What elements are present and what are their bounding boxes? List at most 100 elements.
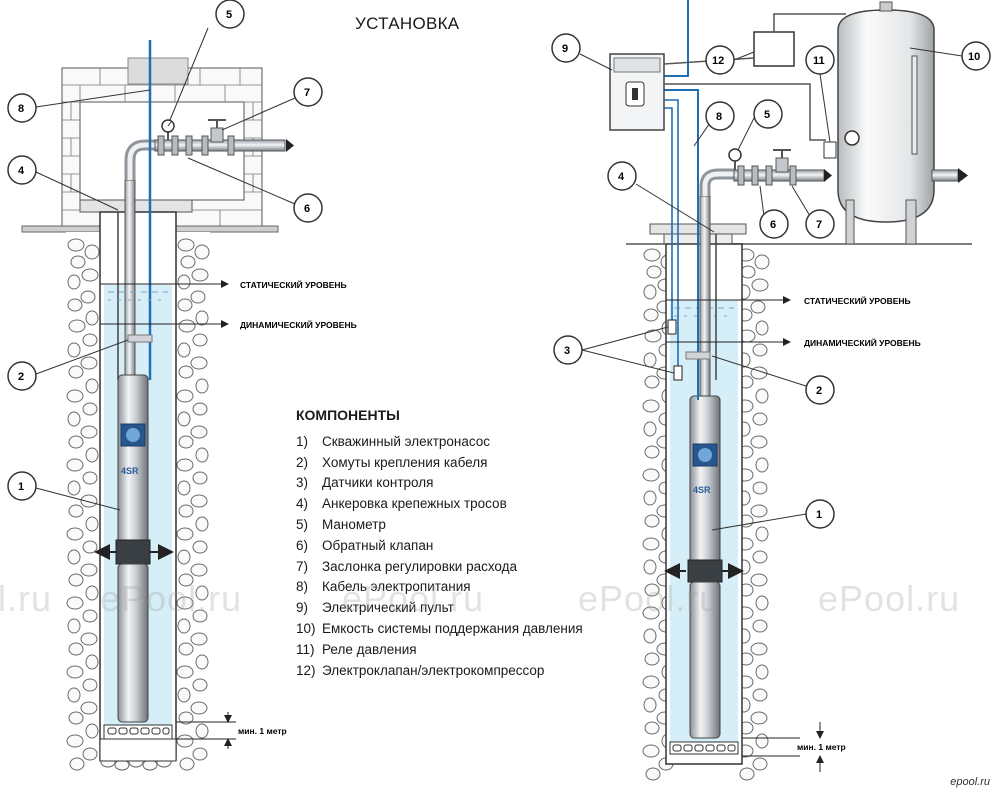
- legend-item: 6) Обратный клапан: [296, 536, 583, 557]
- site-tag: epool.ru: [950, 776, 990, 788]
- callout-12-text: 12: [712, 55, 724, 67]
- dynamic-level-label-left: ДИНАМИЧЕСКИЙ УРОВЕНЬ: [240, 319, 357, 330]
- legend-item-label: Датчики контроля: [322, 475, 434, 491]
- outflow-arrow-left: [286, 139, 294, 152]
- legend-item-number: 9): [296, 600, 309, 616]
- watermark: ePool.ru: [342, 578, 485, 619]
- watermark: ePool.ru: [100, 578, 243, 619]
- callout-3-text: 3: [564, 345, 570, 357]
- legend-item-number: 10): [296, 620, 316, 636]
- callout-8-right-text: 8: [716, 111, 722, 123]
- page-title: УСТАНОВКА: [355, 14, 460, 33]
- legend-item: 2)Хомуты крепления кабеля: [296, 453, 583, 474]
- legend-item-number: 1): [296, 433, 309, 449]
- legend-item-label: Реле давления: [322, 641, 417, 657]
- watermark-fragment: l.ru: [0, 578, 53, 619]
- rising-pipe: [124, 179, 136, 376]
- legend-list: 1) Скважинный электронасос 2)Хомуты крепле…: [296, 432, 583, 682]
- pressure-switch: [823, 141, 837, 159]
- callout-4-left: [7, 155, 37, 185]
- legend-item-number: 8): [296, 579, 309, 595]
- watermark: ePool.ru: [578, 578, 721, 619]
- sensor-upper: [667, 319, 677, 335]
- min-depth-label-right: мин. 1 метр: [797, 742, 846, 752]
- right-installation: 4SR: [551, 0, 991, 781]
- pump-intake: [115, 539, 151, 565]
- callout-9-text: 9: [562, 43, 568, 55]
- pressure-tank: [837, 9, 935, 223]
- legend-item-number: 12): [296, 662, 316, 678]
- min-depth-label-left: мин. 1 метр: [238, 726, 287, 736]
- legend-item: 11) Реле давления: [296, 640, 583, 661]
- callouts-right: 9 12 11 10 8 5 4 6 7: [551, 33, 991, 531]
- legend-item-label: Электроклапан/электрокомпрессор: [322, 662, 545, 678]
- callout-2-left-text: 2: [18, 371, 24, 383]
- legend-item-label: Емкость системы поддержания давления: [322, 620, 583, 636]
- components-legend: КОМПОНЕНТЫ 1) Скважинный электронасос 2)Хо…: [296, 405, 583, 681]
- legend-item-number: 5): [296, 516, 309, 532]
- callout-7-right-text: 7: [816, 219, 822, 231]
- dynamic-level-label-right: ДИНАМИЧЕСКИЙ УРОВЕНЬ: [804, 337, 921, 348]
- legend-item-label: Манометр: [322, 516, 386, 532]
- callout-1-left: [7, 471, 37, 501]
- legend-item-number: 11): [296, 641, 315, 657]
- legend-item-label: Хомуты крепления кабеля: [322, 454, 488, 470]
- legend-item: 5) Манометр: [296, 515, 583, 536]
- callout-6-left: [293, 193, 323, 223]
- legend-item-number: 7): [296, 558, 309, 574]
- callout-7-left-text: 7: [304, 87, 310, 99]
- pump-body-right: [689, 395, 721, 565]
- pump-motor: [117, 563, 149, 723]
- manometer-right: [728, 148, 742, 162]
- callout-8-left: [7, 93, 37, 123]
- legend-item-number: 6): [296, 537, 309, 553]
- power-cable-right: [660, 89, 699, 400]
- legend-item: 12) Электроклапан/электрокомпрессор: [296, 661, 583, 682]
- legend-item-number: 3): [296, 475, 309, 491]
- callout-5-left-text: 5: [226, 9, 232, 21]
- legend-item-label: Электрический пульт: [322, 600, 454, 616]
- callouts-left: 5 8 7 4 6 2 1: [7, 0, 323, 511]
- static-level-label-right: СТАТИЧЕСКИЙ УРОВЕНЬ: [804, 295, 911, 306]
- legend-item: 7) Заслонка регулировки расхода: [296, 557, 583, 578]
- cable-clamp: [127, 334, 153, 343]
- legend-item-label: Заслонка регулировки расхода: [322, 558, 518, 574]
- callout-5-right-text: 5: [764, 109, 770, 121]
- legend-item-label: Скважинный электронасос: [322, 433, 491, 449]
- legend-item: 9) Электрический пульт: [296, 598, 583, 619]
- left-installation: 4SR СТАТИЧЕСКИЙ УРОВЕНЬ ДИНАМИЧЕСКИЙ УРО…: [7, 0, 357, 772]
- callout-10-text: 10: [968, 51, 980, 63]
- pump-body: [117, 374, 149, 546]
- electro-valve-box: [753, 31, 795, 67]
- legend-item: 3) Датчики контроля: [296, 473, 583, 494]
- legend-item: 10) Емкость системы поддержания давления: [296, 619, 583, 640]
- well-head: [79, 199, 193, 213]
- callout-5-left: [215, 0, 245, 29]
- callout-7-left: [293, 77, 323, 107]
- legend-item-label: Кабель электропитания: [322, 579, 471, 595]
- sensor-lower: [673, 365, 683, 381]
- pump-brand: 4SR: [121, 466, 139, 476]
- callout-4-right-text: 4: [618, 171, 625, 183]
- callout-2-right-text: 2: [816, 385, 822, 397]
- legend-item: 1) Скважинный электронасос: [296, 432, 583, 453]
- callout-6-right-text: 6: [770, 219, 776, 231]
- callout-4-left-text: 4: [18, 165, 25, 177]
- legend-item-label: Анкеровка крепежных тросов: [322, 496, 507, 512]
- legend-heading: КОМПОНЕНТЫ: [296, 407, 400, 423]
- legend-item-label: Обратный клапан: [322, 537, 434, 553]
- static-level-label-left: СТАТИЧЕСКИЙ УРОВЕНЬ: [240, 279, 347, 290]
- callout-1-left-text: 1: [18, 481, 24, 493]
- pump-brand-right: 4SR: [693, 485, 711, 495]
- callout-8-left-text: 8: [18, 103, 24, 115]
- callout-11-text: 11: [813, 55, 825, 67]
- callout-1-right-text: 1: [816, 509, 822, 521]
- legend-item: 8) Кабель электропитания: [296, 577, 583, 598]
- callout-6-left-text: 6: [304, 203, 310, 215]
- callout-2-left: [7, 361, 37, 391]
- watermark: ePool.ru: [818, 578, 961, 619]
- legend-item-number: 4): [296, 496, 309, 512]
- legend-item: 4) Анкеровка крепежных тросов: [296, 494, 583, 515]
